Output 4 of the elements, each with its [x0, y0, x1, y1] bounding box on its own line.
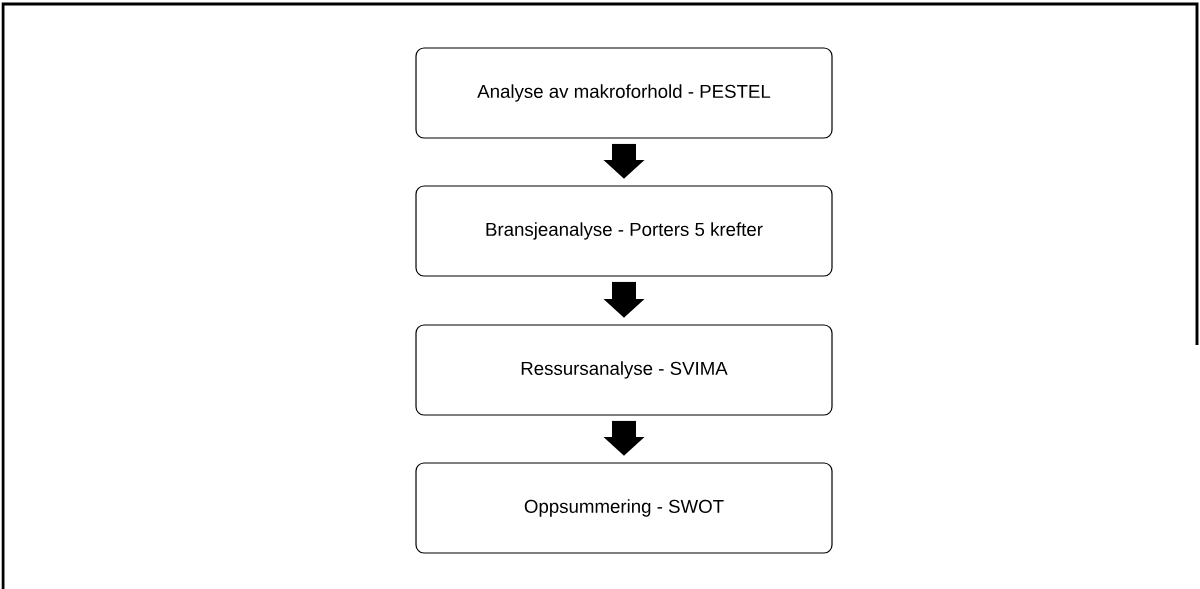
process-box: Ressursanalyse - SVIMA — [415, 324, 833, 416]
process-box: Analyse av makroforhold - PESTEL — [415, 47, 833, 139]
process-box: Bransjeanalyse - Porters 5 krefter — [415, 185, 833, 277]
process-box: Oppsummering - SWOT — [415, 462, 833, 554]
